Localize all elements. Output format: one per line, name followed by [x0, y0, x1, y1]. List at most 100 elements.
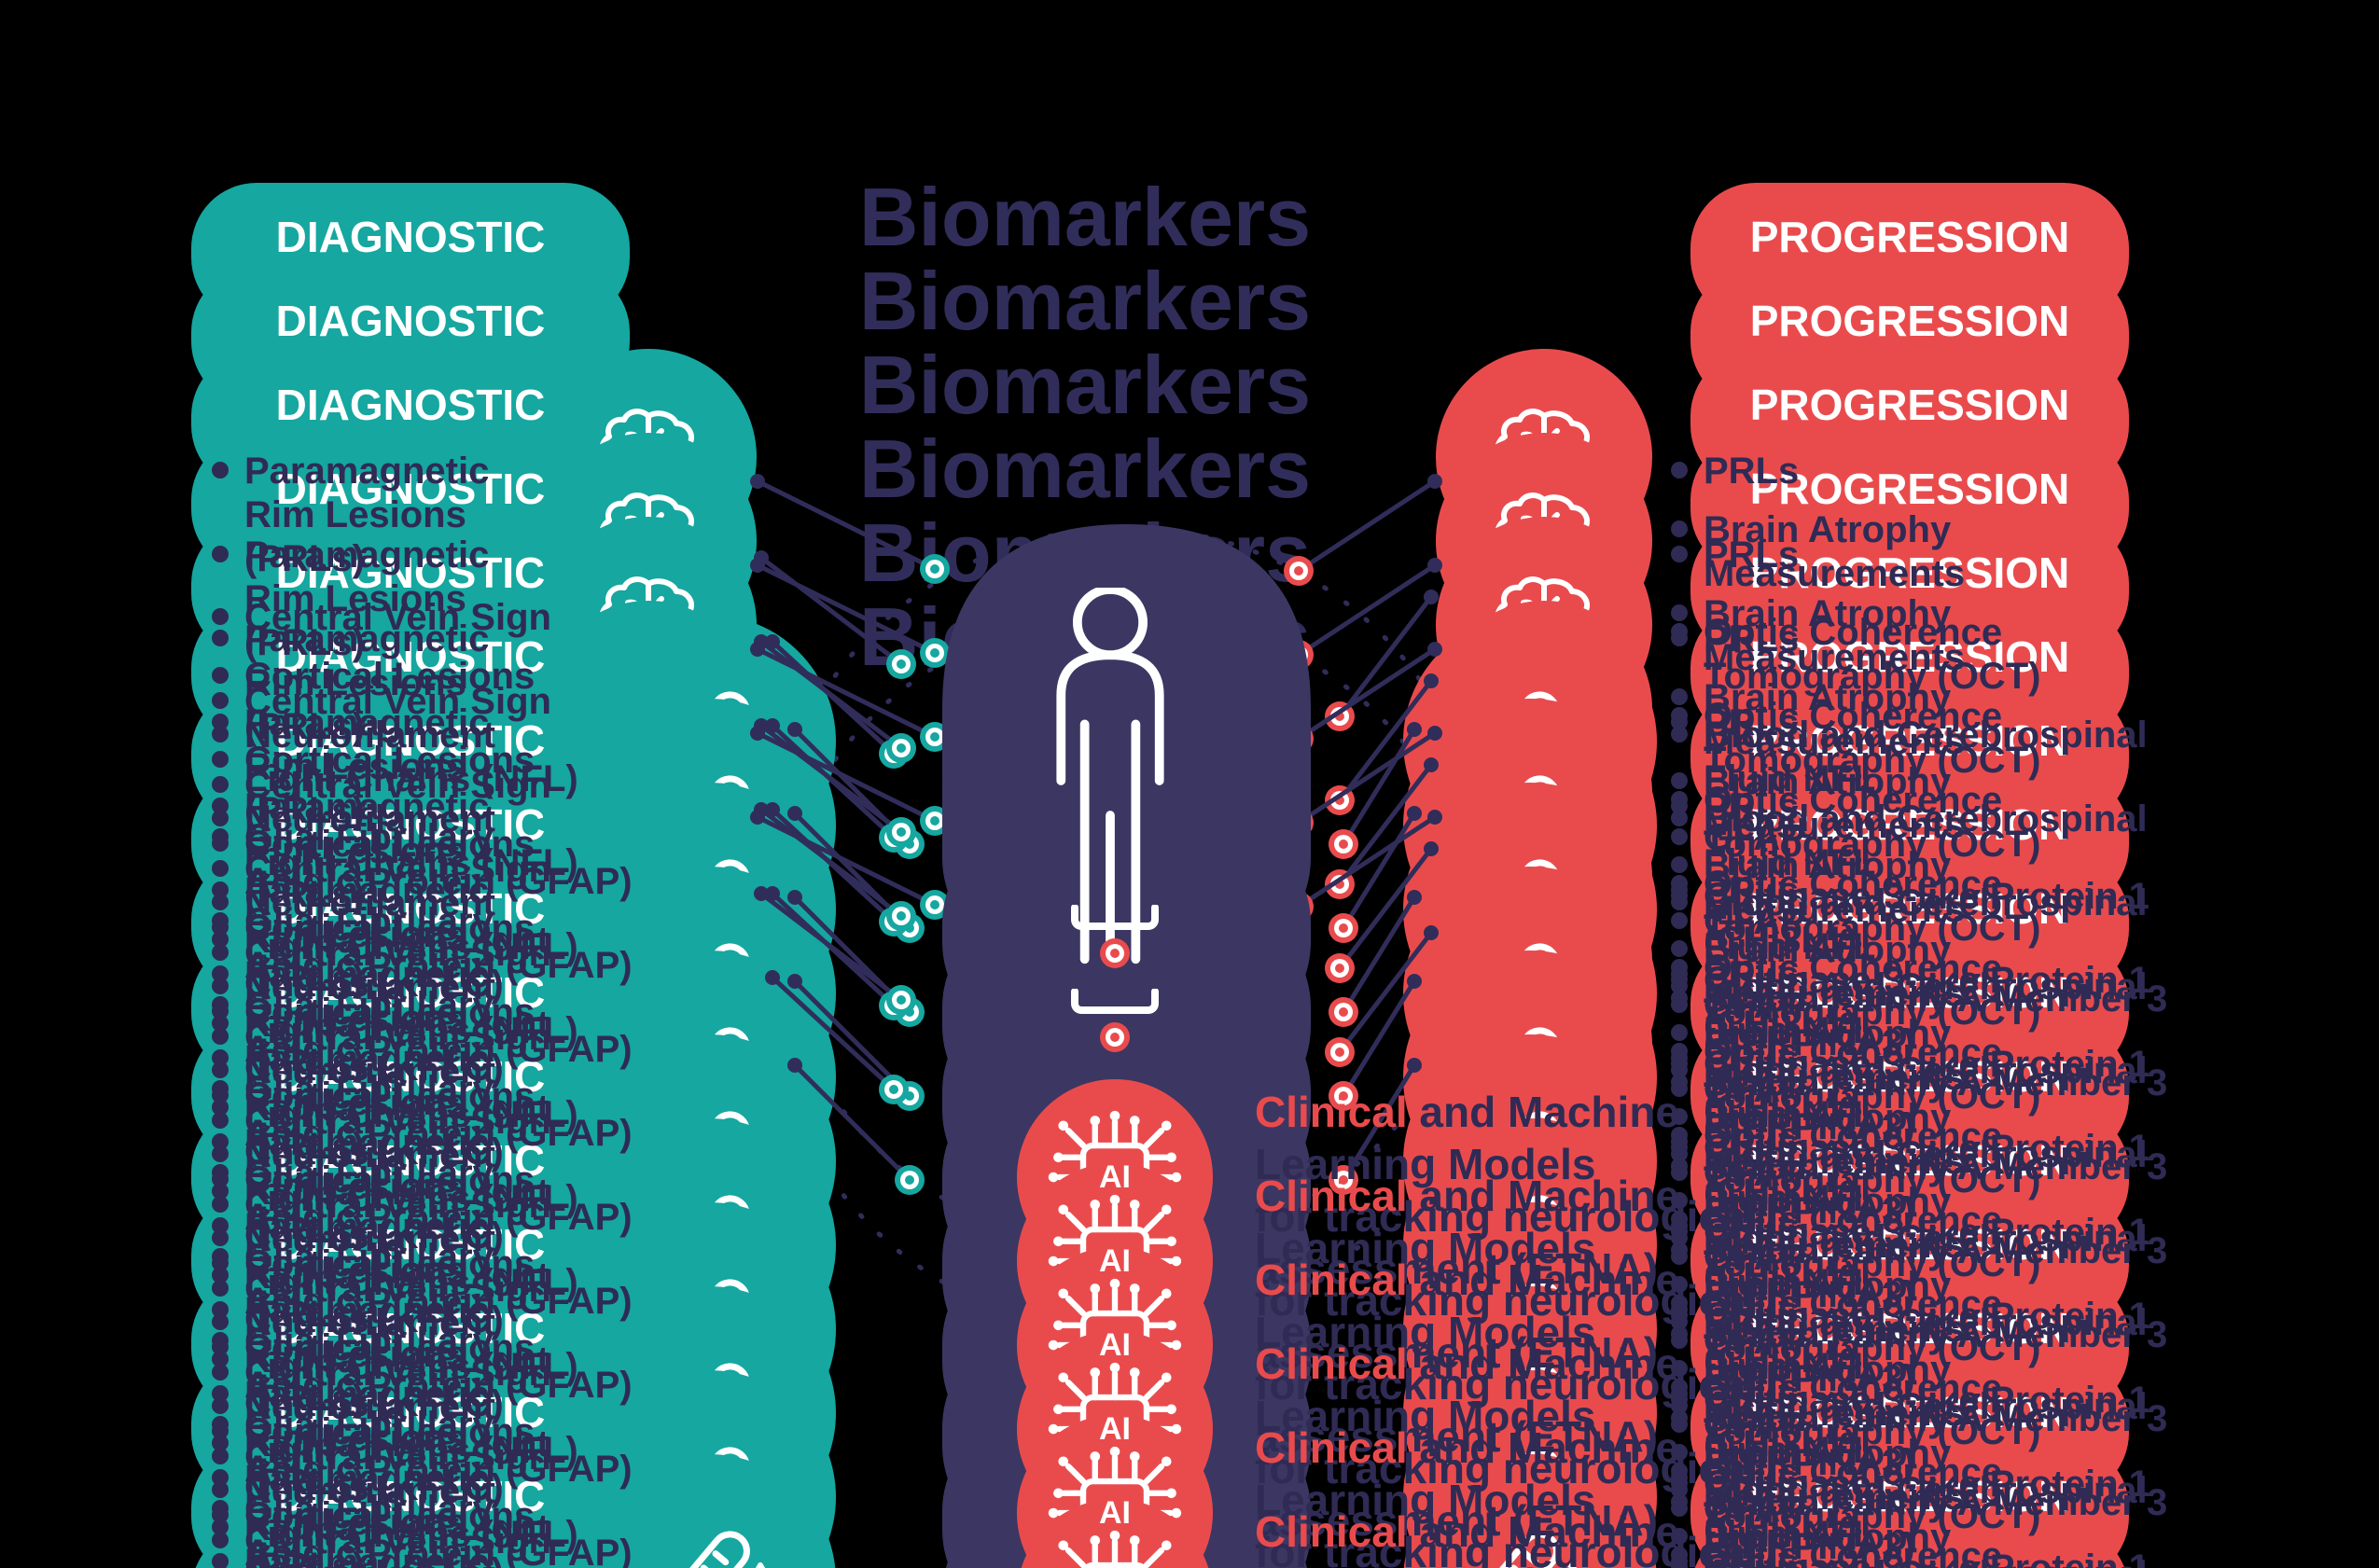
progression-list-item: Brain Atrophy: [1704, 929, 1952, 970]
diagnostic-list-item: Kappa Free Light: [244, 1256, 550, 1297]
diagnostic-list-item: Central Vein Sign: [244, 933, 551, 974]
diagnostic-list-item: Glial Fibrillary: [244, 1069, 494, 1110]
list-bullet: [212, 1351, 229, 1367]
progression-list-item: (SERPINA3): [1704, 1358, 1915, 1399]
diagnostic-list-item: Acidic Protein (GFAP): [244, 1365, 633, 1406]
diagnostic-list-item: Glial Fibrillary: [244, 1237, 494, 1278]
list-bullet: [1671, 1385, 1688, 1402]
connector-network: [750, 474, 1442, 1195]
diagnostic-list-item: Acidic Protein (GFAP): [244, 861, 633, 902]
clinical-caption-line: Learning Models: [1255, 1140, 1595, 1188]
list-bullet: [212, 1397, 229, 1414]
progression-list-item: Optic Coherence: [1704, 696, 2002, 737]
progression-list-item: (CHI3L1): [1704, 1507, 1857, 1548]
connector-dot: [1427, 474, 1442, 489]
connector-line: [793, 1063, 911, 1182]
list-bullet: [1671, 1108, 1688, 1125]
progression-list-item: (CHI3L1): [1704, 1339, 1857, 1381]
diagnostic-list-item: Cortical Lesions: [244, 740, 535, 781]
list-bullet: [212, 726, 229, 742]
diagnostic-list-item: Central Vein Sign: [244, 1017, 551, 1058]
list-bullet: [212, 1171, 229, 1187]
diagnostic-header: DIAGNOSTIC: [276, 800, 546, 849]
diagnostic-list-item: Rim Lesions: [244, 1502, 466, 1543]
diagnostic-list-item: Rim Lesions: [244, 914, 466, 955]
connector-dot: [750, 642, 765, 657]
list-bullet: [1671, 630, 1688, 646]
progression-list-item: Tomography (OCT): [1704, 740, 2040, 781]
progression-header: PROGRESSION: [1750, 884, 2070, 933]
diagnostic-list-item: Chains (KFLC): [244, 1215, 504, 1256]
diagnostic-list-item: Rim Lesions: [244, 1334, 466, 1375]
diagnostic-header: DIAGNOSTIC: [276, 1052, 546, 1101]
clinical-caption-line: assessment (ETNA): [1255, 1496, 1658, 1545]
diagnostic-list-item: Acidic Protein (GFAP): [244, 1449, 633, 1490]
diagnostic-list-item: Neurofilament: [244, 1218, 495, 1259]
list-bullet: [1671, 1500, 1688, 1517]
diagnostic-list-item: (PRLs): [244, 1546, 365, 1568]
list-bullet: [212, 1519, 229, 1535]
connector-line: [1338, 931, 1433, 1054]
diagnostic-list-item: Paramagnetic: [244, 702, 489, 743]
list-bullet: [1671, 1481, 1688, 1498]
clinical-caption-line: Clinical and Machine: [1255, 1507, 1679, 1556]
progression-header: PROGRESSION: [1750, 968, 2070, 1017]
progression-list-item: Fluid NFL: [1704, 1094, 1875, 1135]
progression-list-item: Optic Coherence: [1704, 780, 2002, 821]
diagnostic-list-item: Paramagnetic: [244, 451, 489, 492]
diagnostic-panel: [195, 1526, 626, 1568]
diagnostic-list-item: Paramagnetic: [244, 1038, 489, 1079]
connector-node-icon: [886, 649, 916, 679]
progression-list-item: Fluid NFL: [1704, 1430, 1875, 1471]
progression-list-item: Fluid NFL: [1704, 1262, 1875, 1303]
progression-list-item: GFAP: [1704, 1489, 1805, 1530]
connector-line: [1297, 814, 1437, 909]
connector-line: [1341, 1063, 1417, 1182]
diagnostic-list-item: Light Chains (NFL): [244, 842, 578, 883]
connector-dot: [1407, 890, 1422, 905]
progression-header: PROGRESSION: [1750, 1052, 2070, 1101]
list-bullet: [212, 1339, 229, 1355]
list-bullet: [212, 1087, 229, 1103]
connector-node-icon: [1325, 1037, 1355, 1067]
connector-line: [771, 976, 896, 1091]
diagnostic-list-item: (PRLs): [244, 1042, 365, 1083]
progression-list-item: Chitinase-3-like Protein 1: [1704, 1464, 2149, 1505]
connector-dot: [765, 970, 780, 985]
progression-header: PROGRESSION: [1750, 297, 2070, 345]
progression-list-item: Measurements: [1704, 973, 1965, 1014]
list-bullet: [212, 919, 229, 936]
diagnostic-list-item: Kappa Free Light: [244, 1088, 550, 1129]
list-bullet: [212, 1553, 229, 1568]
list-bullet: [212, 1313, 229, 1330]
list-bullet: [1671, 1313, 1688, 1330]
diagnostic-list-item: Glial Fibrillary: [244, 1321, 494, 1362]
progression-list-item: Blood and Cerebrospinal: [1704, 715, 2148, 756]
diagnostic-list-item: (PRLs): [244, 706, 365, 747]
connector-line: [1341, 728, 1417, 846]
diagnostic-header: DIAGNOSTIC: [276, 632, 546, 681]
connector-node-icon: [886, 901, 916, 931]
progression-list-item: (SERPINA3): [1704, 1274, 1915, 1315]
progression-list-item: Chitinase-3-like Protein 1: [1704, 1128, 2149, 1169]
list-bullet: [1671, 1080, 1688, 1097]
diagnostic-list-item: Light Chains (NFL): [244, 1094, 578, 1135]
list-bullet: [1671, 810, 1688, 826]
progression-list-item: Brain Atrophy: [1704, 593, 1952, 634]
clinical-caption-line: Learning Models: [1255, 1224, 1595, 1272]
ai-chip-label: AI: [0, 0, 16, 7]
clinical-caption-line: Learning Models: [1255, 1392, 1595, 1440]
progression-list-item: Measurements: [1704, 1309, 1965, 1350]
progression-list-item: Optic Coherence: [1704, 1032, 2002, 1073]
progression-header: PROGRESSION: [1750, 1304, 2070, 1353]
diagnostic-list-item: Light Chains (NFL): [244, 926, 578, 967]
progression-list-item: Optic Coherence: [1704, 1535, 2002, 1568]
connector-line: [756, 479, 937, 572]
page-title-text: Biomarkers: [859, 423, 1311, 515]
progression-list-item: PRLs: [1704, 786, 1799, 827]
diagnostic-list-item: Cortical Lesions: [244, 992, 535, 1033]
diagnostic-list-item: Glial Fibrillary: [244, 1153, 494, 1194]
list-bullet: [212, 692, 229, 709]
page-title-text: Biomarkers: [859, 339, 1311, 431]
